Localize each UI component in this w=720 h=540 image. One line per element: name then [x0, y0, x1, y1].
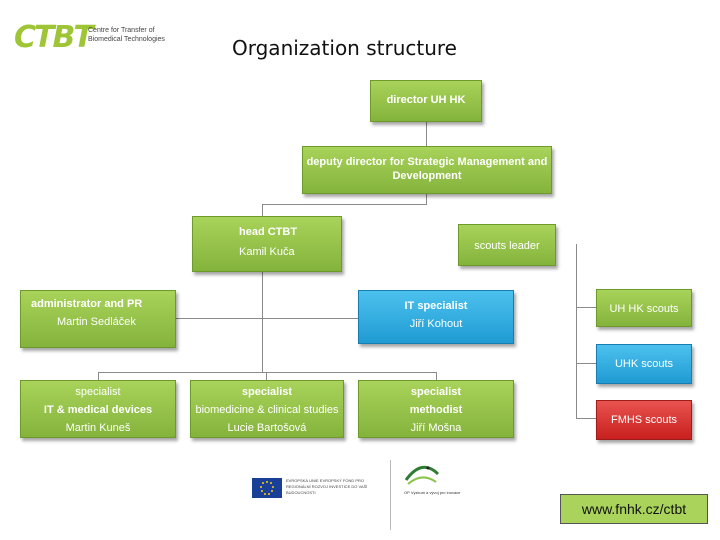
- node-spec3-person: Jiří Mošna: [410, 422, 462, 434]
- node-spec2-title: biomedicine & clinical studies: [195, 404, 339, 416]
- node-uhhk-scouts-title: UH HK scouts: [609, 303, 679, 315]
- eu-flag-icon: [252, 478, 282, 498]
- node-fmhs-scouts-title: FMHS scouts: [610, 414, 677, 426]
- node-specialist-it-medical: specialist IT & medical devices Martin K…: [20, 380, 176, 438]
- connector-spec1: [98, 372, 99, 380]
- connector-director-deputy: [426, 122, 427, 146]
- node-head-title: head CTBT: [239, 226, 298, 238]
- connector-scouts-uhhk: [576, 307, 596, 308]
- node-deputy-director: deputy director for Strategic Management…: [302, 146, 552, 194]
- node-spec1-role: specialist: [75, 386, 121, 398]
- connector-deputy-head: [426, 194, 427, 204]
- footer-url-link[interactable]: www.fnhk.cz/ctbt: [560, 494, 708, 524]
- connector-head-top: [262, 204, 263, 216]
- node-specialist-biomedicine: specialist biomedicine & clinical studie…: [190, 380, 344, 438]
- node-specialist-methodist: specialist methodist Jiří Mošna: [358, 380, 514, 438]
- node-director: director UH HK: [370, 80, 482, 122]
- node-spec1-title: IT & medical devices: [43, 404, 153, 416]
- connector-head-down: [262, 272, 263, 372]
- node-admin-title: administrator and PR: [31, 298, 143, 310]
- node-uhk-scouts-title: UHK scouts: [614, 358, 674, 370]
- connector-scouts-fmhs: [576, 418, 596, 419]
- connector-horizontal-top: [262, 204, 427, 205]
- node-head-ctbt: head CTBT Kamil Kuča: [192, 216, 342, 272]
- eu-funding-text: EVROPSKÁ UNIE EVROPSKÝ FOND PRO REGIONÁL…: [286, 478, 368, 495]
- connector-spec2: [266, 372, 267, 380]
- connector-scouts-uhk: [576, 363, 596, 364]
- node-uh-hk-scouts: UH HK scouts: [596, 289, 692, 327]
- logo-text-line1: Centre for Transfer of: [88, 27, 155, 34]
- node-it-person: Jiří Kohout: [409, 318, 463, 330]
- op-vavpi-logo-icon: [400, 462, 444, 506]
- footer-separator: [390, 460, 391, 530]
- node-it-specialist: IT specialist Jiří Kohout: [358, 290, 514, 344]
- node-scouts-leader-title: scouts leader: [474, 240, 540, 252]
- node-spec3-role: specialist: [410, 386, 462, 398]
- page-title: Organization structure: [232, 36, 457, 60]
- node-spec2-role: specialist: [241, 386, 293, 398]
- node-deputy-title: deputy director for Strategic Management…: [306, 156, 548, 182]
- connector-spec3: [436, 372, 437, 380]
- ctbt-logo: CTBT Centre for Transfer of Biomedical T…: [14, 20, 184, 56]
- ctbt-logo-mark: CTBT: [14, 20, 94, 55]
- node-administrator-pr: administrator and PR Martin Sedláček: [20, 290, 176, 348]
- ctbt-logo-text: Centre for Transfer of Biomedical Techno…: [88, 26, 165, 44]
- node-uhk-scouts: UHK scouts: [596, 344, 692, 384]
- logo-text-line2: Biomedical Technologies: [88, 36, 165, 43]
- node-head-person: Kamil Kuča: [239, 246, 295, 258]
- node-admin-person: Martin Sedláček: [57, 316, 136, 328]
- connector-to-it: [262, 318, 358, 319]
- node-it-title: IT specialist: [404, 300, 468, 312]
- connector-specialists-horizontal: [98, 372, 436, 373]
- connector-to-admin: [176, 318, 262, 319]
- node-spec3-title: methodist: [409, 404, 463, 416]
- node-fmhs-scouts: FMHS scouts: [596, 400, 692, 440]
- op-vavpi-text: OP Výzkum a vývoj pro inovace: [404, 490, 461, 495]
- node-spec1-person: Martin Kuneš: [65, 422, 131, 434]
- node-director-title: director UH HK: [386, 94, 466, 106]
- node-scouts-leader: scouts leader: [458, 224, 556, 266]
- node-spec2-person: Lucie Bartošová: [227, 422, 307, 434]
- connector-scouts-leader-vertical: [576, 244, 577, 418]
